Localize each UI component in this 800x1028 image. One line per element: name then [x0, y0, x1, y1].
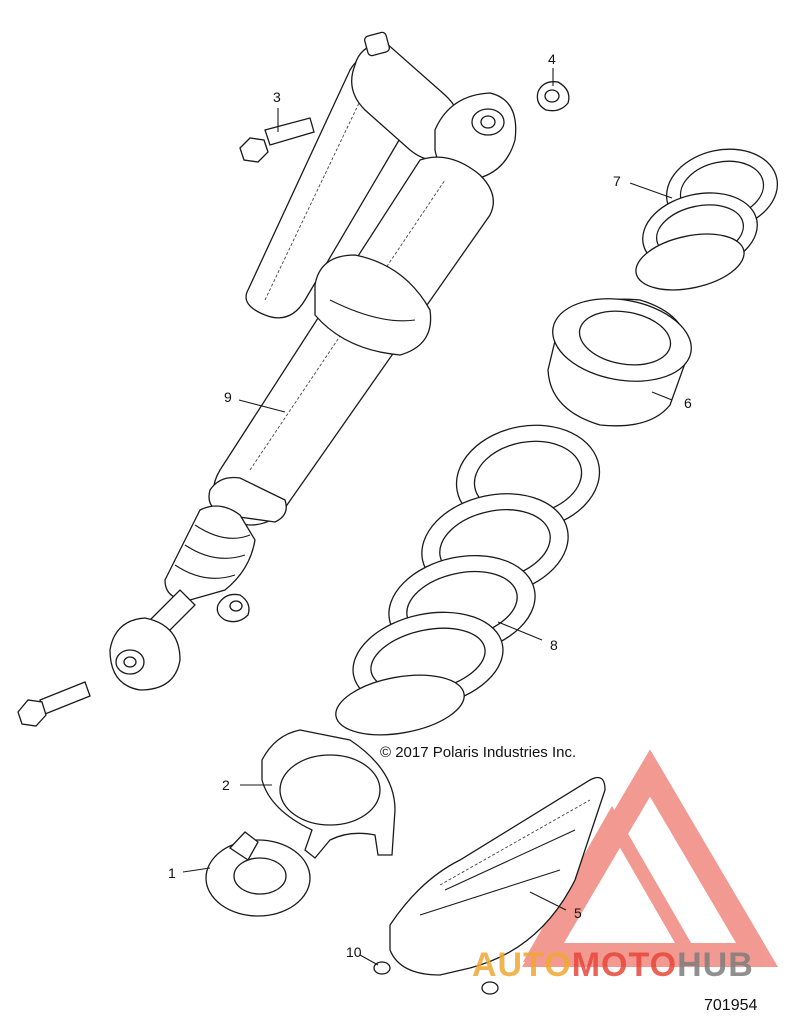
part-4-bushing — [536, 81, 570, 112]
callout-5: 5 — [574, 905, 582, 921]
part-9-shock-assembly — [109, 31, 517, 691]
callout-10: 10 — [346, 944, 362, 960]
part-8-main-spring — [335, 424, 601, 736]
callout-6: 6 — [684, 395, 692, 411]
watermark-text: AUTOMOTOHUB — [472, 946, 754, 984]
callout-3: 3 — [273, 89, 281, 105]
watermark-text-auto: AUTO — [472, 946, 572, 984]
callout-4: 4 — [548, 51, 556, 67]
part-1-retainer-clip — [205, 831, 311, 917]
callout-1: 1 — [168, 865, 176, 881]
callout-7: 7 — [613, 173, 621, 189]
part-6-spring-adapter — [547, 298, 692, 427]
lower-bolt — [17, 681, 91, 727]
callout-9: 9 — [224, 389, 232, 405]
part-2-retainer-plate — [261, 729, 396, 859]
callout-2: 2 — [222, 777, 230, 793]
document-number: 701954 — [704, 997, 757, 1014]
watermark-text-hub: HUB — [677, 946, 754, 984]
part-3-bolt — [239, 117, 315, 163]
part-5-shock-guard — [389, 776, 606, 976]
callout-8: 8 — [550, 637, 558, 653]
copyright-notice: © 2017 Polaris Industries Inc. — [380, 744, 576, 761]
watermark-logo — [522, 749, 778, 967]
leader-lines — [182, 68, 673, 966]
watermark-text-moto: MOTO — [572, 946, 677, 984]
part-7-tender-spring — [635, 148, 779, 291]
